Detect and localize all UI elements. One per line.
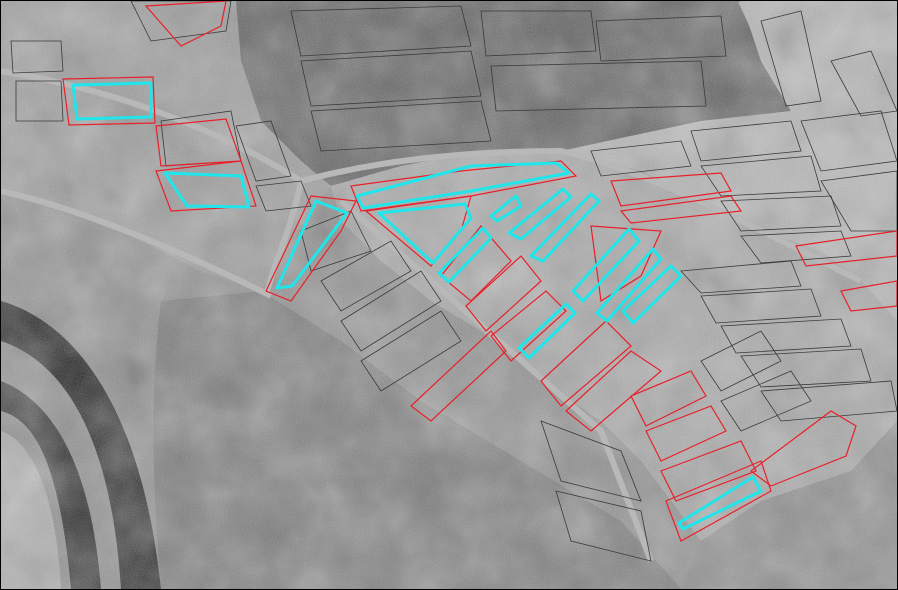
roads [1, 1, 863, 563]
red-parcel [590, 225, 662, 303]
cyan-parcel [529, 192, 601, 263]
red-parcel [265, 195, 357, 302]
cyan-parcel [377, 202, 473, 265]
red-parcel [750, 410, 857, 487]
red-parcel [630, 370, 707, 427]
cyan-parcel [71, 81, 153, 121]
cyan-parcel [621, 264, 683, 325]
cyan-parcel [355, 161, 571, 210]
cyan-parcel [595, 247, 663, 323]
gray-parcel-outlines [10, 1, 897, 562]
cyan-parcel [437, 226, 493, 284]
red-parcel [540, 320, 632, 407]
red-parcel [660, 440, 757, 502]
red-parcel [665, 460, 772, 542]
cyan-parcel [571, 227, 641, 303]
red-parcel [62, 76, 156, 126]
red-parcel [619, 195, 743, 224]
cyan-parcel [275, 199, 349, 290]
cyan-parcel [677, 475, 763, 531]
red-parcel [465, 255, 542, 332]
red-parcel [645, 405, 727, 462]
red-parcel [144, 1, 227, 47]
red-parcel [155, 160, 257, 212]
red-parcel [840, 280, 897, 312]
cyan-parcel [517, 302, 577, 360]
red-parcel-outlines [62, 1, 897, 542]
cyan-parcel [507, 187, 573, 241]
cyan-highlight-outlines [71, 81, 763, 531]
cyan-parcel [489, 194, 523, 223]
cyan-parcel [163, 171, 251, 209]
red-parcel [795, 230, 897, 267]
red-parcel [565, 350, 662, 432]
red-parcel [410, 330, 507, 422]
red-parcel [610, 172, 732, 207]
red-parcel [350, 160, 578, 212]
